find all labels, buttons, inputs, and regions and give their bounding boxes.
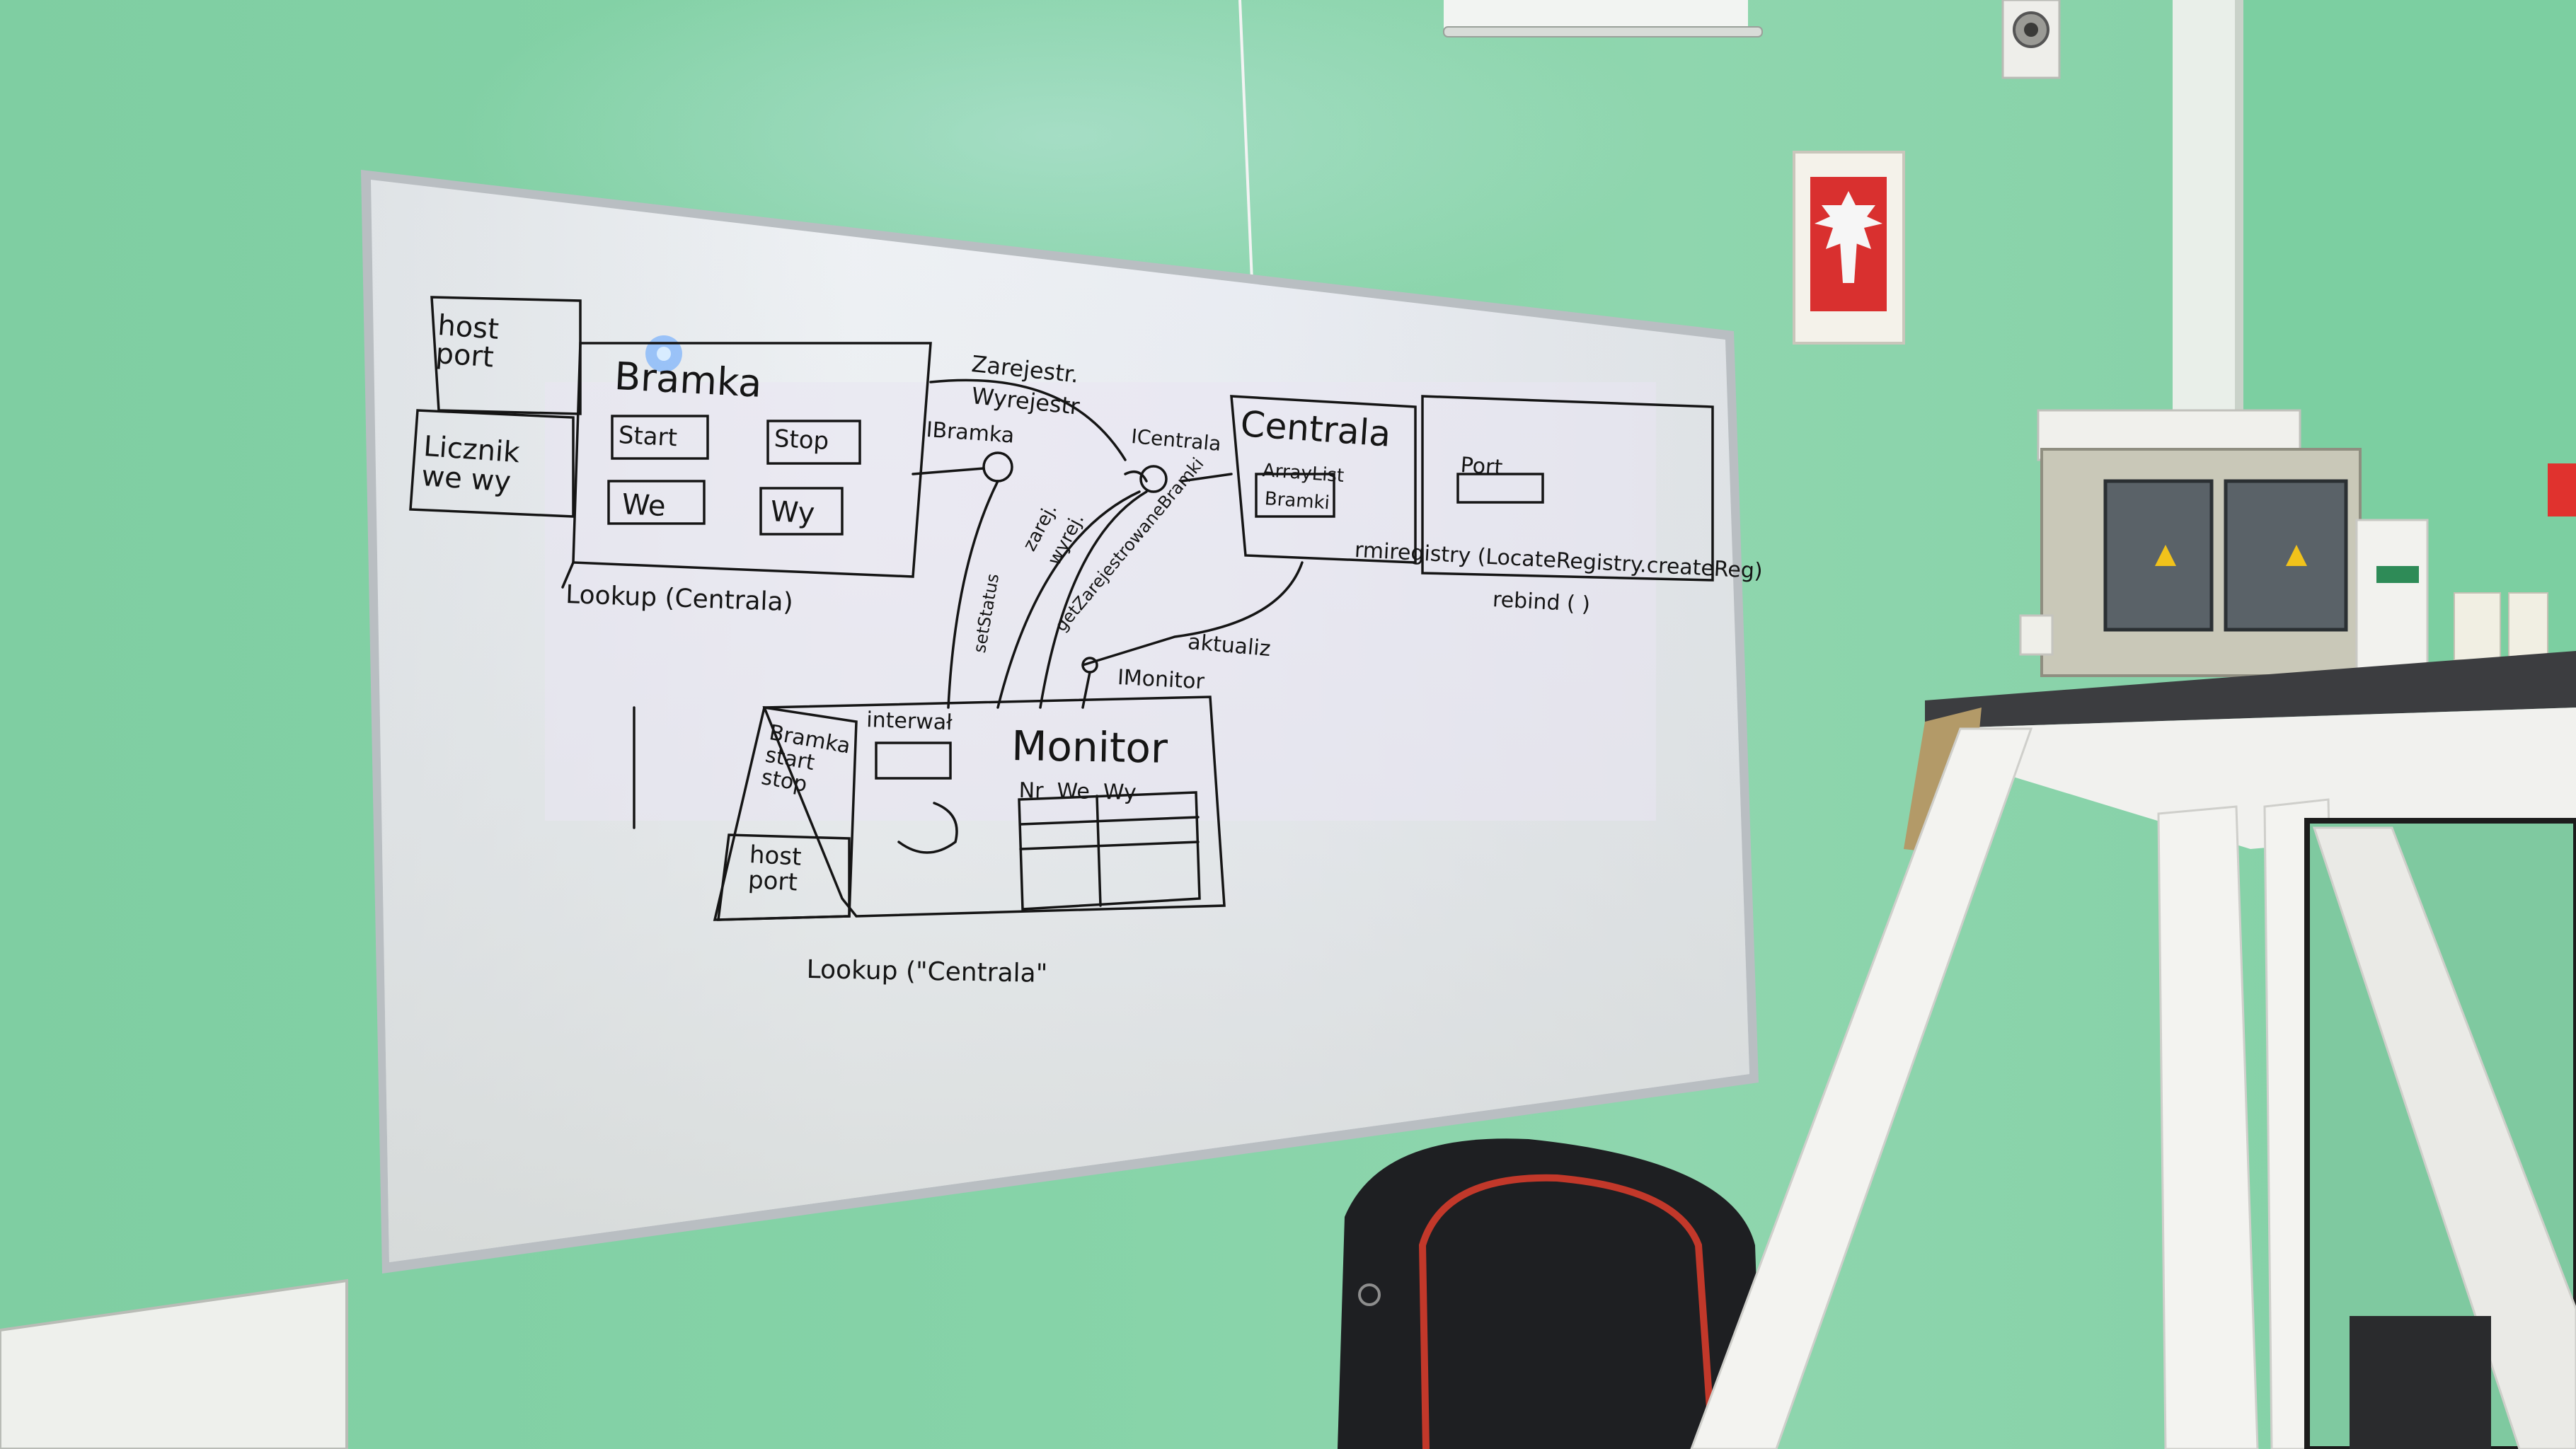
lookup-centrala-bottom-label: Lookup ("Centrala" <box>806 955 1048 988</box>
we-label: We <box>621 488 667 524</box>
interwal-field <box>875 741 952 780</box>
projector-screen <box>1238 0 1763 298</box>
lower-left-panel <box>0 1278 348 1449</box>
monitor-box <box>762 695 1226 918</box>
stop-label: Stop <box>773 425 830 456</box>
backpack <box>1338 1138 1762 1449</box>
nr-we-wy-label: Nr We Wy <box>1018 778 1137 805</box>
stop-box <box>766 420 861 465</box>
bramka-box <box>572 342 932 578</box>
bramka-start-stop-label: Bramka start stop <box>759 720 853 797</box>
interwal-label: interwał <box>866 708 953 736</box>
licznik-box <box>409 409 575 518</box>
electrical-panel <box>2019 409 2576 677</box>
bramka-label: Bramka <box>613 354 764 406</box>
monitor-label: Monitor <box>1011 722 1168 773</box>
diagram-drawing <box>409 296 1714 921</box>
rebind-label: rebind ( ) <box>1492 587 1591 618</box>
centrala-box <box>1230 395 1417 564</box>
host-port-bottom-label: host port <box>747 841 803 897</box>
whiteboard <box>361 170 1759 1274</box>
wy-label: Wy <box>769 495 816 531</box>
desk <box>1690 651 2576 1449</box>
bramki-box <box>1255 473 1335 518</box>
port-label: Port <box>1459 453 1504 481</box>
start-label: Start <box>617 421 678 453</box>
port-box <box>1421 395 1714 582</box>
host-port-box <box>430 296 582 415</box>
port-field <box>1456 473 1544 504</box>
start-box <box>611 415 709 460</box>
licznik-label: Licznik we wy <box>420 430 521 499</box>
monitor-table <box>1018 791 1201 911</box>
imonitor-label: IMonitor <box>1117 665 1205 695</box>
bramki-label: Bramki <box>1263 488 1330 514</box>
host-port-label: host port <box>435 309 500 374</box>
polish-emblem-icon <box>1793 151 1905 345</box>
vent-icon <box>2001 0 2061 79</box>
wy-box <box>759 487 844 536</box>
we-box <box>607 480 706 525</box>
